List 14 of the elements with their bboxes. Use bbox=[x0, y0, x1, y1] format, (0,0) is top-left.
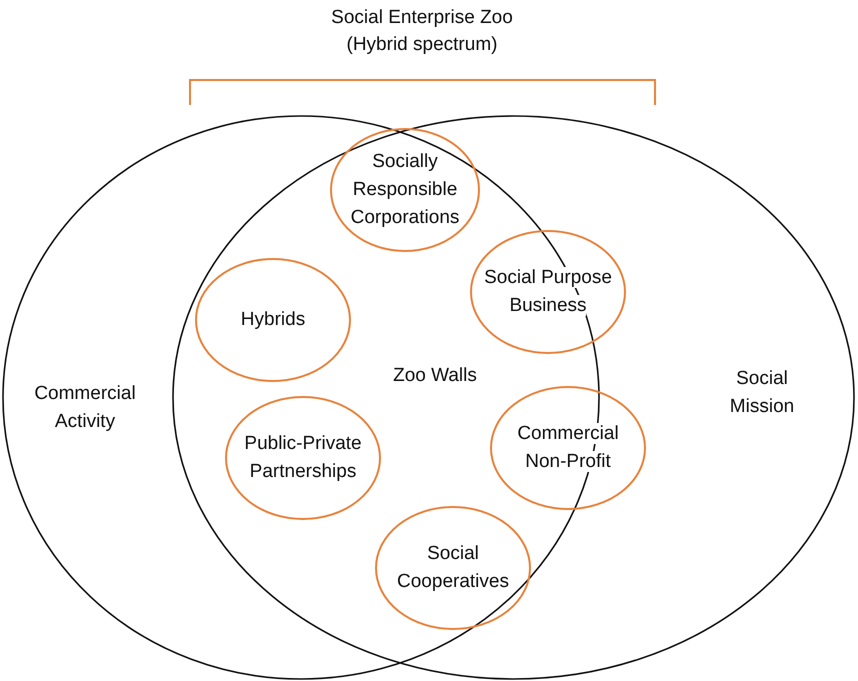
circle-label: Public-Private Partnerships bbox=[244, 432, 362, 484]
category-circle bbox=[375, 506, 531, 630]
circle-label: Socially Responsible Corporations bbox=[350, 150, 460, 230]
diagram-title: Social Enterprise Zoo (Hybrid spectrum) bbox=[330, 6, 514, 57]
category-circle bbox=[225, 396, 381, 520]
circle-label: Social Mission bbox=[730, 367, 794, 419]
circle-label: Hybrids bbox=[240, 308, 306, 332]
circle-label: Social Purpose Business bbox=[484, 266, 612, 318]
circle-label: Commercial Activity bbox=[34, 382, 136, 434]
category-circle bbox=[195, 258, 351, 382]
circle-label: Commercial Non-Profit bbox=[517, 422, 619, 474]
circle-label: Social Cooperatives bbox=[397, 542, 509, 594]
category-circle bbox=[330, 128, 480, 252]
region-label: Zoo Walls bbox=[393, 364, 477, 388]
